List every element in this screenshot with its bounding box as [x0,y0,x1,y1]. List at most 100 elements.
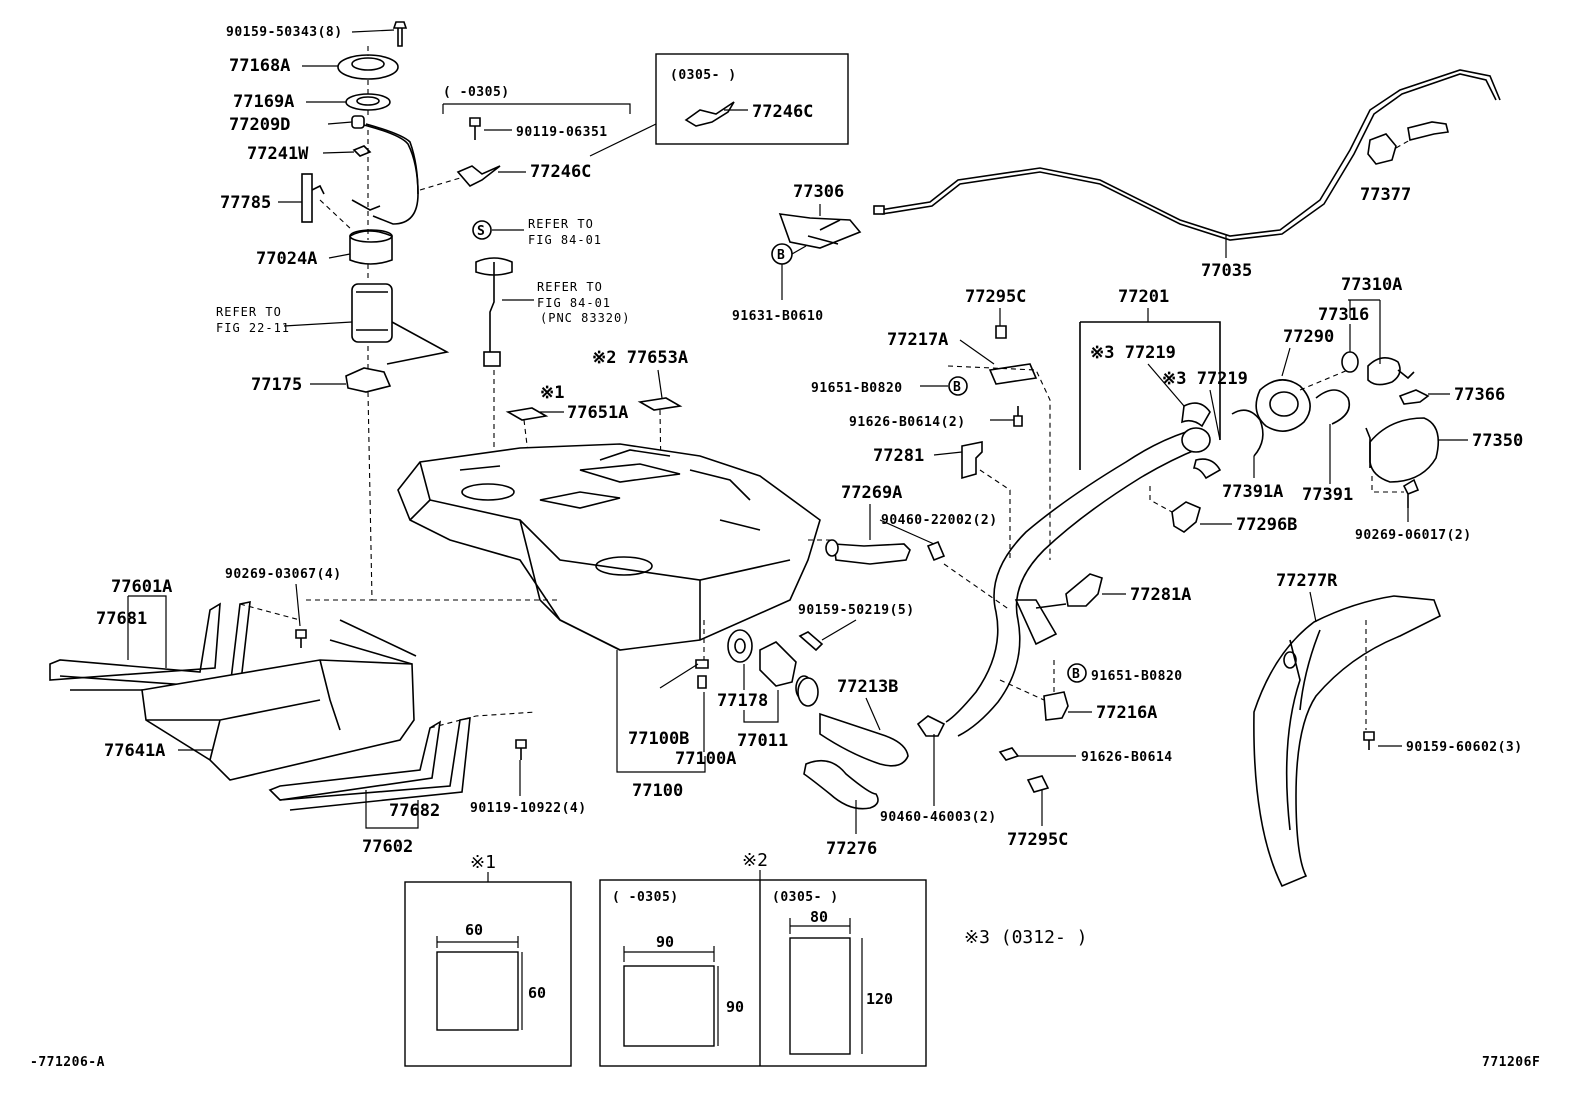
label-77641A: 77641A [104,741,165,761]
label-90460-22002: 90460-22002(2) [881,513,998,528]
label-77377: 77377 [1360,185,1411,205]
bolt-90159-50219: 90159-50219(5) [798,603,915,652]
tank-straps: 77601A 77681 77641A 77682 77602 90269-03… [49,567,587,857]
label-77201: 77201 [1118,287,1169,307]
label-90460-46003: 90460-46003(2) [880,810,997,825]
label-fig-22-11: FIG 22-11 [216,321,290,335]
label-77316: 77316 [1318,305,1369,325]
label-77350: 77350 [1472,431,1523,451]
pads: ※2 77653A ※1 77651A [505,348,688,541]
label-90159-50343: 90159-50343(8) [226,25,343,40]
label-77366: 77366 [1454,385,1505,405]
label-77601A: 77601A [111,577,172,597]
label-77785: 77785 [220,193,271,213]
bracket-group-lower: 77281A B 91651-B0820 77216A 91626-B0614 … [998,573,1191,850]
label-77100B: 77100B [628,729,689,749]
label-n2b-width: 80 [810,908,828,926]
label-refer-84-b: FIG 84-01 [528,233,602,247]
filler-pipe: 77201 ※3 77219 ※3 77219 [945,287,1248,737]
label-77281: 77281 [873,446,924,466]
label-91651-B0820-a: 91651-B0820 [811,381,903,396]
label-77169A: 77169A [233,92,294,112]
label-90159-60602: 90159-60602(3) [1406,740,1523,755]
footer-right-code: 771206F [1482,1055,1540,1070]
label-77391: 77391 [1302,485,1353,505]
label-77219-a: ※3 77219 [1090,343,1176,363]
label-77100A: 77100A [675,749,736,769]
label-refer-84-a: REFER TO [528,217,594,231]
label-b-marker-1: B [777,248,785,263]
label-range-0305-a: ( -0305) [443,85,510,100]
label-91626-B0614: 91626-B0614 [1081,750,1173,765]
s-marker [472,220,492,240]
label-90119-10922: 90119-10922(4) [470,801,587,816]
label-77651A-mark: ※1 [540,383,564,403]
label-77175: 77175 [251,375,302,395]
label-90269-06017: 90269-06017(2) [1355,528,1472,543]
inset-note2: ※2 ( -0305) 90 90 (0305- ) 80 120 [599,850,927,1067]
label-refer-84-c: REFER TO [537,280,603,294]
label-77219-b: ※3 77219 [1162,369,1248,389]
label-77217A: 77217A [887,330,948,350]
label-77277R: 77277R [1276,571,1338,591]
label-90269-03067: 90269-03067(4) [225,567,342,582]
b-marker-3 [1067,663,1087,683]
tank-group-bracket: 77100B 77100A 77100 [616,620,736,801]
sender-unit: S REFER TO FIG 84-01 REFER TO FIG 84-01 … [472,217,630,470]
label-n2a-range: ( -0305) [612,890,679,905]
label-77168A: 77168A [229,56,290,76]
label-77281A: 77281A [1130,585,1191,605]
label-90159-50219: 90159-50219(5) [798,603,915,618]
label-refer-84-d: FIG 84-01 [537,296,611,310]
label-90119-06351: 90119-06351 [516,125,608,140]
label-note3: ※3 (0312- ) [964,927,1087,948]
fuel-tank [372,443,830,651]
label-77295C-a: 77295C [965,287,1026,307]
label-77391A: 77391A [1222,482,1283,502]
label-77651A: 77651A [567,403,628,423]
footer-left-code: -771206-A [30,1055,105,1070]
b-marker-2 [948,376,968,396]
label-refer-to-22: REFER TO [216,305,282,319]
release-cable: 77035 77377 [873,69,1501,281]
label-91651-B0820-b: 91651-B0820 [1091,669,1183,684]
label-77295C-b: 77295C [1007,830,1068,850]
inset-note1: ※1 60 60 [404,852,572,1067]
label-77682: 77682 [389,801,440,821]
label-77269A: 77269A [841,483,902,503]
label-77306: 77306 [793,182,844,202]
label-77653A: ※2 77653A [592,348,688,368]
label-77602: 77602 [362,837,413,857]
label-b-marker-2: B [953,380,961,395]
label-77178: 77178 [717,691,768,711]
label-77035: 77035 [1201,261,1252,281]
inset-0305-box [655,53,849,145]
label-77310A: 77310A [1341,275,1402,295]
label-note2: ※2 [742,850,768,871]
label-77213B: 77213B [837,677,898,697]
label-77011: 77011 [737,731,788,751]
label-n1-width: 60 [465,921,483,939]
fuel-pump-assembly [301,21,471,601]
label-n2b-range: (0305- ) [772,890,839,905]
bracket-group-upper: 77295C 77217A B 91651-B0820 91626-B0614(… [811,287,1051,560]
label-77246C-a: 77246C [530,162,591,182]
label-91631-B0610: 91631-B0610 [732,309,824,324]
label-77216A: 77216A [1096,703,1157,723]
label-refer-84-e: (PNC 83320) [540,311,630,325]
label-91626-B0614-2: 91626-B0614(2) [849,415,966,430]
label-77246C-b: 77246C [752,102,813,122]
vent-hose: 77269A 90460-22002(2) [825,483,1011,611]
label-s-marker: S [477,224,485,239]
label-n1-height: 60 [528,984,546,1002]
filler-housing-panel: 77277R 90159-60602(3) [1253,571,1523,888]
filler-hoses: 77213B 77276 90460-46003(2) [797,677,997,859]
label-note1: ※1 [470,852,496,873]
fuel-cap-group: 77290 77316 77310A 77366 77350 77391A 77… [1149,275,1523,543]
label-range-0305-b: (0305- ) [670,68,737,83]
label-77681: 77681 [96,609,147,629]
label-77276: 77276 [826,839,877,859]
label-77100: 77100 [632,781,683,801]
